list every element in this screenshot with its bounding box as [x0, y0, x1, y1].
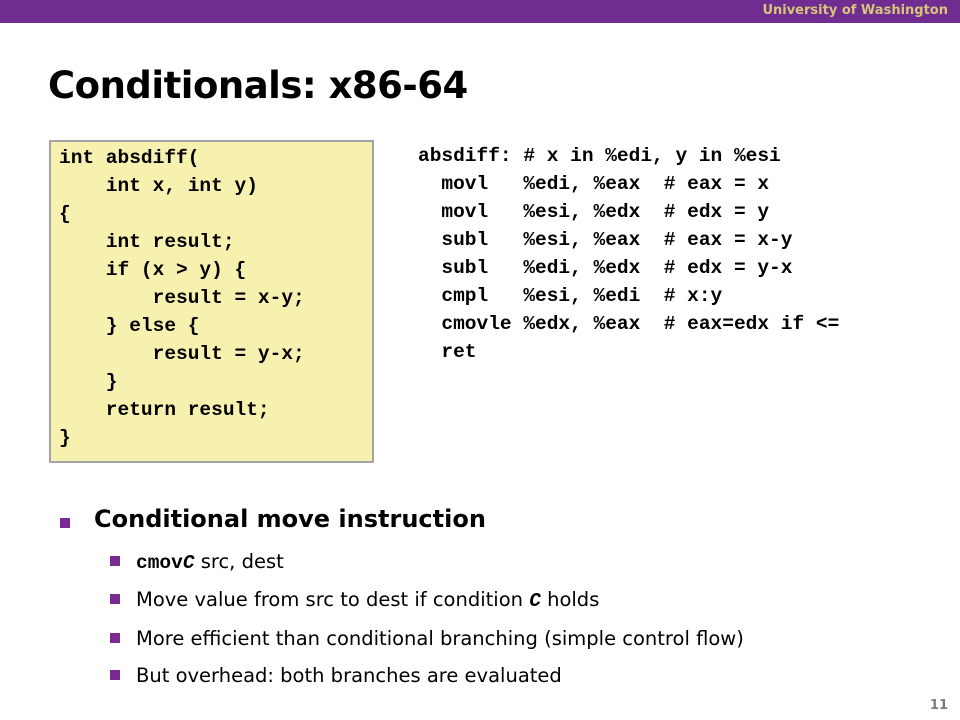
c-code-line: result = y-x;	[59, 343, 305, 365]
sub-bullet-text: Move value from src to dest if condition…	[136, 588, 599, 612]
sub-bullet-part: Move value from src to dest if condition	[136, 588, 530, 611]
c-code-line: int x, int y)	[59, 175, 258, 197]
asm-line: movl %esi, %edx # edx = y	[418, 201, 770, 223]
c-code-box: int absdiff( int x, int y) { int result;…	[49, 140, 374, 463]
header-bar: University of Washington	[0, 0, 960, 23]
sub-bullet-text: cmovC src, dest	[136, 550, 284, 574]
check-bullet-icon	[110, 556, 120, 566]
code-condition: C	[529, 590, 541, 612]
sub-bullet-text: But overhead: both branches are evaluate…	[136, 664, 562, 687]
code-condition: C	[182, 552, 195, 574]
asm-line: absdiff: # x in %edi, y in %esi	[418, 145, 781, 167]
university-label: University of Washington	[762, 3, 948, 18]
check-bullet-icon	[110, 670, 120, 680]
asm-line: subl %esi, %eax # eax = x-y	[418, 229, 793, 251]
c-code-line: }	[59, 427, 71, 449]
c-code-line: return result;	[59, 399, 270, 421]
c-code-line: result = x-y;	[59, 287, 305, 309]
square-bullet-icon	[60, 518, 70, 528]
main-bullet: Conditional move instruction	[94, 505, 486, 533]
check-bullet-icon	[110, 594, 120, 604]
asm-line: cmpl %esi, %edi # x:y	[418, 285, 723, 307]
sub-bullet-rest: src, dest	[194, 550, 284, 573]
c-code-line: } else {	[59, 315, 200, 337]
c-code-line: int absdiff(	[59, 147, 200, 169]
sub-bullet-part: holds	[540, 588, 600, 611]
asm-line: cmovle %edx, %eax # eax=edx if <=	[418, 313, 840, 335]
c-code-line: int result;	[59, 231, 235, 253]
asm-line: ret	[418, 341, 477, 363]
asm-line: movl %edi, %eax # eax = x	[418, 173, 770, 195]
c-code-line: if (x > y) {	[59, 259, 247, 281]
asm-line: subl %edi, %edx # edx = y-x	[418, 257, 793, 279]
c-code-line: }	[59, 371, 118, 393]
slide-title: Conditionals: x86-64	[48, 64, 468, 107]
page-number: 11	[929, 698, 948, 713]
sub-bullet-text: More efficient than conditional branchin…	[136, 627, 744, 650]
code-cmov: cmov	[136, 552, 183, 574]
c-code-line: {	[59, 203, 71, 225]
check-bullet-icon	[110, 633, 120, 643]
